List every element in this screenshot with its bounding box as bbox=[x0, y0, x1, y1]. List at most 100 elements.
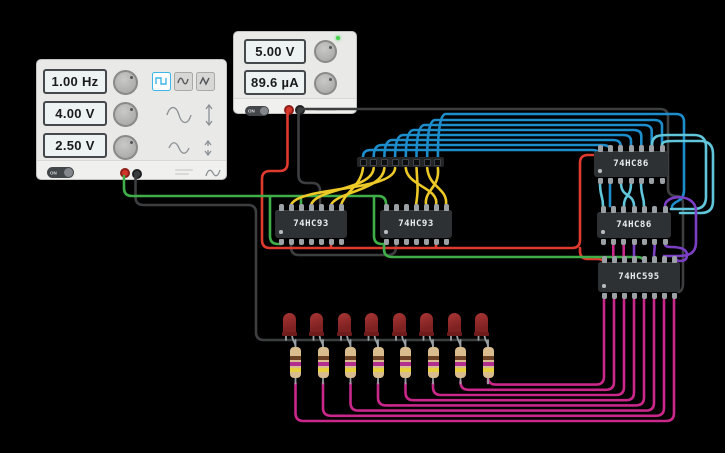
chip-pin-top[interactable] bbox=[659, 145, 665, 152]
chip-pin-top[interactable] bbox=[393, 204, 399, 211]
power-toggle[interactable]: ON bbox=[47, 167, 74, 178]
wire-blue-4[interactable] bbox=[393, 133, 633, 159]
chip-pin-top[interactable] bbox=[651, 256, 657, 263]
wire-purple-1[interactable] bbox=[662, 195, 698, 258]
wire-ground-branch[interactable] bbox=[297, 110, 322, 207]
chip-pin-top[interactable] bbox=[621, 206, 627, 213]
current-knob[interactable] bbox=[314, 71, 337, 95]
chip-pin-bottom[interactable] bbox=[631, 292, 637, 299]
wire-ground-counters[interactable] bbox=[289, 239, 398, 257]
offset-knob[interactable] bbox=[113, 134, 138, 160]
wire-output-5[interactable] bbox=[404, 295, 636, 402]
header-socket[interactable] bbox=[380, 158, 388, 166]
chip-pin-bottom[interactable] bbox=[611, 292, 617, 299]
chip-pin-bottom[interactable] bbox=[631, 238, 637, 245]
resistor-2[interactable] bbox=[317, 347, 329, 378]
chip-pin-top[interactable] bbox=[413, 204, 419, 211]
chip-pin-bottom[interactable] bbox=[671, 292, 677, 299]
chip-pin-top[interactable] bbox=[600, 206, 606, 213]
chip-pin-bottom[interactable] bbox=[662, 238, 668, 245]
pin-header[interactable] bbox=[357, 157, 444, 167]
chip-pin-bottom[interactable] bbox=[413, 238, 419, 245]
chip-pin-bottom[interactable] bbox=[638, 177, 644, 184]
wire-output-6[interactable] bbox=[431, 295, 626, 397]
chip-pin-top[interactable] bbox=[649, 145, 655, 152]
wire-blue-1[interactable] bbox=[361, 145, 602, 159]
chip-pin-top[interactable] bbox=[403, 204, 409, 211]
chip-pin-top[interactable] bbox=[652, 206, 658, 213]
power-supply[interactable]: 5.00 V 89.6 µA ON bbox=[233, 31, 357, 116]
resistor-5[interactable] bbox=[400, 347, 411, 378]
chip-74hc86-2[interactable]: 74HC86 bbox=[594, 145, 668, 184]
resistor-6[interactable] bbox=[427, 347, 439, 378]
header-socket[interactable] bbox=[370, 158, 378, 166]
chip-pin-bottom[interactable] bbox=[403, 238, 409, 245]
chip-pin-top[interactable] bbox=[641, 206, 647, 213]
wire-clock-wrap-1[interactable] bbox=[268, 194, 283, 246]
function-generator[interactable]: 1.00 Hz 4.00 V 2.50 V ON bbox=[36, 59, 227, 180]
wire-yellow-6[interactable] bbox=[414, 166, 419, 207]
led-8[interactable] bbox=[474, 313, 489, 337]
led-5[interactable] bbox=[391, 313, 407, 337]
chip-pin-top[interactable] bbox=[618, 145, 624, 152]
led-3[interactable] bbox=[336, 313, 352, 337]
wire-cyan-1[interactable] bbox=[598, 181, 605, 208]
chip-pin-top[interactable] bbox=[628, 145, 634, 152]
chip-pin-bottom[interactable] bbox=[318, 238, 324, 245]
chip-pin-top[interactable] bbox=[338, 204, 344, 211]
resistor-7[interactable] bbox=[455, 347, 466, 378]
power-toggle[interactable]: ON bbox=[245, 106, 269, 116]
wire-clock-wrap-2[interactable] bbox=[372, 194, 387, 246]
chip-pin-bottom[interactable] bbox=[651, 292, 657, 299]
chip-pin-top[interactable] bbox=[662, 206, 668, 213]
chip-pin-bottom[interactable] bbox=[278, 238, 284, 245]
chip-pin-bottom[interactable] bbox=[641, 292, 647, 299]
chip-pin-top[interactable] bbox=[638, 145, 644, 152]
chip-pin-bottom[interactable] bbox=[661, 292, 667, 299]
header-socket[interactable] bbox=[359, 158, 367, 166]
chip-pin-bottom[interactable] bbox=[308, 238, 314, 245]
chip-pin-top[interactable] bbox=[601, 256, 607, 263]
wire-blue-5[interactable] bbox=[404, 128, 643, 159]
chip-pin-top[interactable] bbox=[610, 206, 616, 213]
chip-pin-bottom[interactable] bbox=[601, 292, 607, 299]
chip-74hc93-1[interactable]: 74HC93 bbox=[380, 204, 452, 245]
sine-wave-button[interactable] bbox=[173, 71, 193, 91]
chip-pin-bottom[interactable] bbox=[607, 177, 613, 184]
wire-output-8[interactable] bbox=[486, 295, 606, 386]
chip-pin-top[interactable] bbox=[611, 256, 617, 263]
header-socket[interactable] bbox=[391, 158, 399, 166]
chip-pin-bottom[interactable] bbox=[628, 177, 634, 184]
wire-power-rail[interactable] bbox=[260, 110, 595, 250]
chip-pin-top[interactable] bbox=[383, 204, 389, 211]
wire-cyan-loop-2[interactable] bbox=[660, 139, 715, 215]
chip-pin-top[interactable] bbox=[671, 256, 677, 263]
wire-purple-2[interactable] bbox=[663, 242, 689, 263]
chip-pin-top[interactable] bbox=[298, 204, 304, 211]
chip-pin-top[interactable] bbox=[631, 256, 637, 263]
led-6[interactable] bbox=[419, 313, 434, 337]
wire-yellow-5[interactable] bbox=[404, 166, 438, 207]
amplitude-knob[interactable] bbox=[113, 101, 138, 127]
resistor-1[interactable] bbox=[290, 347, 301, 378]
led-4[interactable] bbox=[364, 313, 379, 337]
chip-74hc86-3[interactable]: 74HC86 bbox=[597, 206, 671, 245]
chip-pin-top[interactable] bbox=[641, 256, 647, 263]
chip-pin-top[interactable] bbox=[278, 204, 284, 211]
led-1[interactable] bbox=[281, 313, 297, 337]
frequency-knob[interactable] bbox=[113, 69, 138, 95]
chip-pin-top[interactable] bbox=[328, 204, 334, 211]
chip-pin-bottom[interactable] bbox=[618, 177, 624, 184]
wire-purple-3[interactable] bbox=[652, 242, 656, 259]
chip-pin-bottom[interactable] bbox=[288, 238, 294, 245]
chip-pin-top[interactable] bbox=[433, 204, 439, 211]
chip-pin-bottom[interactable] bbox=[328, 238, 334, 245]
wire-blue-6[interactable] bbox=[415, 123, 653, 159]
chip-pin-bottom[interactable] bbox=[338, 238, 344, 245]
chip-pin-top[interactable] bbox=[308, 204, 314, 211]
wire-blue-3[interactable] bbox=[383, 138, 622, 159]
wire-output-4[interactable] bbox=[376, 295, 646, 407]
chip-pin-bottom[interactable] bbox=[298, 238, 304, 245]
wire-cyan-3[interactable] bbox=[622, 181, 633, 208]
chip-pin-bottom[interactable] bbox=[659, 177, 665, 184]
